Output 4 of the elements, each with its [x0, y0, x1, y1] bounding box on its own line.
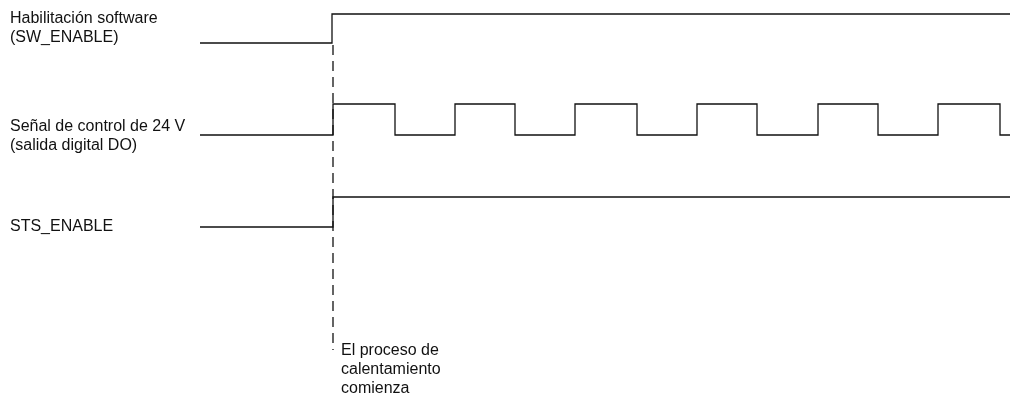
signal-name: STS_ENABLE [10, 216, 115, 235]
signal-name: Señal de control de 24 V (salida digital DO) [10, 116, 187, 154]
signal-name: Habilitación software (SW_ENABLE) [10, 8, 159, 46]
annotation-text: El proceso de calentamiento comienza [341, 340, 442, 397]
